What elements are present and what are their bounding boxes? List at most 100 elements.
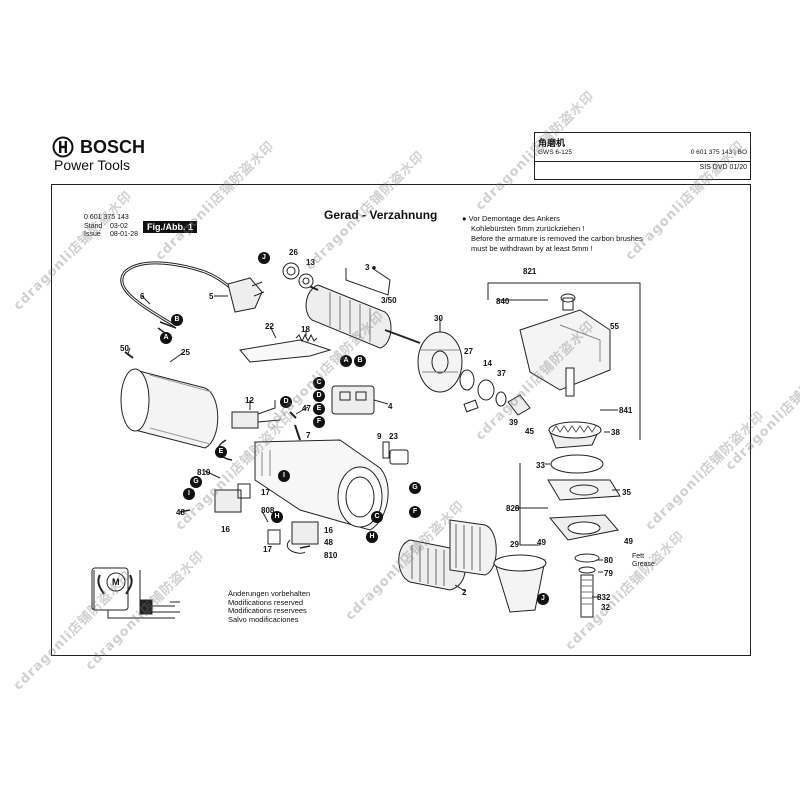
- spring: [295, 333, 318, 343]
- part-number-p2: 2: [462, 588, 467, 597]
- header: BOSCH Power Tools 角磨机 GWS 6-125 0 601 37…: [0, 0, 800, 190]
- brush-holder: [331, 385, 375, 415]
- marker-mG2: G: [409, 482, 421, 494]
- part-number-p25: 25: [181, 348, 190, 357]
- part-number-p16a: 16: [221, 525, 230, 534]
- part-number-p7: 7: [306, 431, 311, 440]
- marker-mB2: B: [354, 355, 366, 367]
- marker-mC2: C: [371, 511, 383, 523]
- part-number-p47: 47: [302, 404, 311, 413]
- field-coil: [449, 519, 497, 576]
- part-number-p23: 23: [389, 432, 398, 441]
- marker-mD1: D: [313, 390, 325, 402]
- part-number-p49a: 49: [537, 538, 546, 547]
- notice-en-1: Before the armature is removed the carbo…: [471, 234, 643, 243]
- part-number-p6: 6: [140, 292, 145, 301]
- part-number-p33: 33: [536, 461, 545, 470]
- notice-de-2: Kohlebürsten 5mm zurückziehen !: [471, 224, 585, 233]
- marker-mE2: E: [215, 446, 227, 458]
- part-number-p3: 3 ●: [365, 263, 377, 272]
- diagram-frame: [51, 184, 751, 656]
- marker-mH2: H: [366, 531, 378, 543]
- ring-27: [459, 369, 475, 391]
- part-number-p26: 26: [289, 248, 298, 257]
- marker-mG1: G: [190, 476, 202, 488]
- model-name-cn: 角磨机: [538, 138, 566, 148]
- marker-mA1: A: [160, 332, 172, 344]
- part-number-p350: 3/50: [381, 296, 397, 305]
- diagram-title: Gerad - Verzahnung: [324, 208, 438, 222]
- part-number-p16b: 16: [324, 526, 333, 535]
- part-number-p832: 832: [597, 593, 611, 602]
- part-number-p17b: 17: [263, 545, 272, 554]
- marker-mJ1: J: [258, 252, 270, 264]
- changes-es: Salvo modificaciones: [228, 614, 299, 624]
- sis-version: SIS DVD 01/20: [699, 164, 747, 171]
- marker-mI2: I: [183, 488, 195, 500]
- figure-badge: Fig./Abb. 1: [143, 221, 197, 233]
- switch-bar: [239, 339, 332, 363]
- part-number-p35: 35: [622, 488, 631, 497]
- marker-mI1: I: [278, 470, 290, 482]
- part-number-p80: 80: [604, 556, 613, 565]
- issue-date: 08-01-28: [110, 231, 139, 238]
- grease-de: Fett: [632, 553, 645, 560]
- part-number-p841: 841: [619, 406, 633, 415]
- part-23: [389, 449, 409, 465]
- part-number-p9: 9: [377, 432, 382, 441]
- bearing-flange: [547, 479, 621, 501]
- notice-bullet: ●: [462, 214, 467, 223]
- brand-name: BOSCH: [80, 137, 146, 157]
- part-number-p29: 29: [510, 540, 519, 549]
- part-number-p18: 18: [301, 325, 310, 334]
- part-number-p38: 38: [611, 428, 620, 437]
- brand-subtitle: Power Tools: [54, 157, 131, 173]
- part-number-p48a: 48: [176, 508, 185, 517]
- part-number-p840: 840: [496, 297, 510, 306]
- part-number-p37: 37: [497, 369, 506, 378]
- marker-mE1: E: [313, 403, 325, 415]
- part-number-p48b: 48: [324, 538, 333, 547]
- bearing-26: [282, 262, 300, 280]
- carbon-brush-1: [214, 489, 242, 513]
- bearing-13: [298, 273, 314, 289]
- part-number-p810a: 810: [197, 468, 211, 477]
- bosch-logo: [52, 136, 74, 158]
- part-number-p4: 4: [388, 402, 393, 411]
- stand-date: 03-02: [110, 223, 128, 230]
- modifications-note: Änderungen vorbehalten Modifications res…: [228, 589, 311, 624]
- part-number-p45: 45: [525, 427, 534, 436]
- part-number-p32: 32: [601, 603, 610, 612]
- doc-number: 0 601 375 143: [84, 214, 129, 221]
- issue-label: Issue: [84, 231, 101, 238]
- ring-33: [550, 454, 604, 474]
- marker-mH1: H: [271, 511, 283, 523]
- part-number-p828: 828: [506, 504, 520, 513]
- changes-de: Änderungen vorbehalten: [228, 589, 311, 598]
- plug: [227, 277, 263, 313]
- capacitor: [231, 411, 259, 429]
- armature-notice: ● Vor Demontage des Ankers Kohlebürsten …: [462, 214, 643, 254]
- part-number-p17a: 17: [261, 488, 270, 497]
- part-number-p55: 55: [610, 322, 619, 331]
- changes-en: Modifications reserved: [228, 597, 304, 607]
- part-number-p12: 12: [245, 396, 254, 405]
- motor-symbol: [106, 572, 126, 592]
- marker-mA2: A: [340, 355, 352, 367]
- grease-legend: Fett Grease: [632, 553, 655, 569]
- part-number-p50: 50: [120, 344, 129, 353]
- part-number-p79: 79: [604, 569, 613, 578]
- part-number-p808: 808: [261, 506, 275, 515]
- bearing-14: [477, 379, 495, 401]
- part-number-p39: 39: [509, 418, 518, 427]
- part-number-p22: 22: [265, 322, 274, 331]
- info-divider: [535, 161, 750, 162]
- part-number-p14: 14: [483, 359, 492, 368]
- grease-en: Grease: [632, 561, 655, 568]
- fan: [417, 331, 463, 393]
- notice-en-2: must be withdrawn by at least 5mm !: [471, 244, 593, 253]
- part-number-p27: 27: [464, 347, 473, 356]
- marker-mF1: F: [313, 416, 325, 428]
- gear-head: [519, 309, 611, 391]
